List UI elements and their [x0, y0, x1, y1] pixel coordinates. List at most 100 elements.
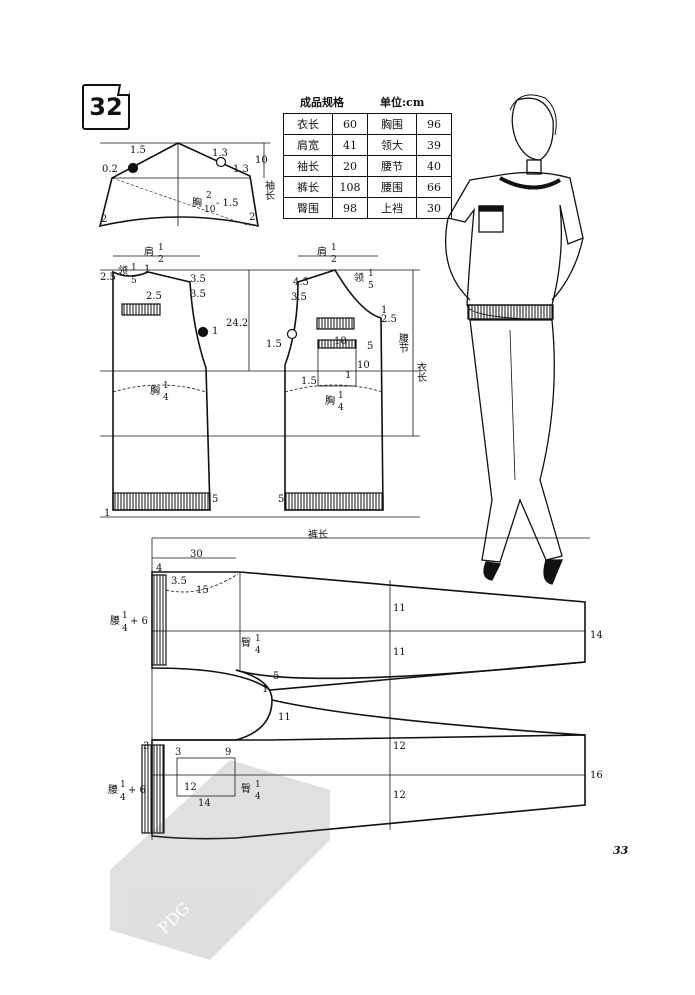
svg-text:1: 1: [345, 370, 351, 381]
svg-text:5: 5: [367, 341, 373, 352]
svg-text:1: 1: [368, 269, 374, 279]
svg-text:5: 5: [212, 494, 218, 505]
svg-text:领: 领: [118, 264, 128, 277]
svg-text:3.5: 3.5: [190, 274, 206, 285]
svg-text:11: 11: [393, 603, 406, 614]
svg-text:14: 14: [590, 630, 603, 641]
svg-text:1: 1: [262, 684, 268, 695]
svg-text:12: 12: [393, 790, 406, 801]
svg-text:4: 4: [255, 792, 261, 802]
svg-text:1: 1: [163, 381, 169, 391]
svg-text:11: 11: [278, 712, 291, 723]
svg-text:14: 14: [198, 798, 211, 809]
svg-text:5: 5: [368, 281, 374, 291]
svg-text:腰: 腰: [108, 784, 118, 796]
svg-text:5: 5: [273, 671, 279, 682]
svg-text:0.2: 0.2: [102, 164, 118, 175]
svg-text:5: 5: [131, 276, 137, 286]
svg-text:胸: 胸: [150, 384, 160, 397]
svg-text:1.3: 1.3: [212, 148, 228, 159]
svg-text:5: 5: [278, 494, 284, 505]
svg-text:4: 4: [122, 624, 128, 634]
watermark-logo: PDG: [110, 760, 330, 960]
spec-unit: 单位:cm: [380, 96, 425, 109]
svg-text:裤长: 裤长: [308, 528, 328, 541]
svg-text:1.5: 1.5: [130, 145, 146, 156]
svg-text:+ 6: + 6: [130, 616, 148, 627]
svg-text:1: 1: [131, 263, 137, 273]
svg-text:1: 1: [122, 611, 128, 621]
svg-text:2.5: 2.5: [381, 314, 397, 325]
svg-text:2: 2: [249, 212, 255, 223]
svg-text:4: 4: [255, 646, 261, 656]
svg-text:袖长: 袖长: [263, 179, 275, 200]
spec-title: 成品规格: [300, 96, 344, 109]
svg-text:3.5: 3.5: [190, 289, 206, 300]
svg-text:- 1.5: - 1.5: [216, 198, 238, 209]
svg-text:1: 1: [104, 508, 110, 519]
svg-text:领: 领: [354, 271, 364, 284]
svg-text:1: 1: [331, 243, 337, 253]
svg-text:4: 4: [156, 563, 162, 574]
svg-text:1: 1: [212, 326, 218, 337]
pattern-number-badge: 32: [82, 84, 130, 130]
svg-text:10: 10: [357, 360, 370, 371]
svg-text:12: 12: [184, 782, 197, 793]
svg-text:2: 2: [101, 214, 107, 225]
svg-text:3.5: 3.5: [291, 292, 307, 303]
svg-text:肩: 肩: [317, 245, 327, 258]
svg-text:1: 1: [255, 780, 261, 790]
svg-text:腰: 腰: [110, 615, 120, 627]
svg-text:2.5: 2.5: [146, 291, 162, 302]
svg-text:10: 10: [255, 155, 268, 166]
svg-text:24.2: 24.2: [226, 318, 248, 329]
svg-text:臀: 臀: [241, 783, 251, 795]
svg-text:10: 10: [334, 336, 347, 347]
svg-text:肩: 肩: [144, 245, 154, 258]
bodice-pattern: 肩 1 2 2.5 领 1 5 1 2.5 3.5 3.5 24.2 1 胸 1…: [100, 243, 427, 519]
trousers-pattern: 裤长 30 4 3.5 15 腰 1 4 + 6 臀 1 4 11 11 14 …: [108, 528, 603, 840]
svg-text:2.5: 2.5: [100, 272, 116, 283]
svg-text:胸: 胸: [192, 196, 202, 209]
svg-text:1.5: 1.5: [301, 376, 317, 387]
svg-text:+ 6: + 6: [128, 785, 146, 796]
svg-text:1: 1: [338, 391, 344, 401]
svg-text:2: 2: [331, 255, 337, 265]
svg-text:4: 4: [120, 793, 126, 803]
svg-text:2: 2: [206, 191, 212, 201]
svg-text:30: 30: [190, 549, 203, 560]
svg-text:腰节: 腰节: [397, 333, 409, 354]
sleeve-pattern: 1.5 0.2 1.3 1.3 10 袖长 胸 2 10 - 1.5 2 2: [98, 142, 275, 228]
svg-text:4: 4: [163, 393, 169, 403]
svg-text:9: 9: [225, 747, 231, 758]
svg-text:3: 3: [175, 747, 181, 758]
svg-text:臀: 臀: [241, 637, 251, 649]
svg-text:16: 16: [590, 770, 603, 781]
svg-text:2: 2: [158, 255, 164, 265]
svg-text:12: 12: [393, 741, 406, 752]
svg-text:3.5: 3.5: [171, 576, 187, 587]
svg-text:11: 11: [393, 647, 406, 658]
svg-text:1: 1: [120, 780, 126, 790]
svg-text:胸: 胸: [325, 394, 335, 407]
fashion-figure-illustration: [445, 94, 584, 585]
svg-text:4: 4: [338, 403, 344, 413]
svg-text:1: 1: [255, 634, 261, 644]
page-number: 33: [613, 844, 629, 857]
svg-text:1.3: 1.3: [233, 164, 249, 175]
svg-text:15: 15: [196, 585, 209, 596]
svg-text:4.5: 4.5: [293, 277, 309, 288]
svg-text:衣长: 衣长: [415, 361, 427, 382]
svg-text:3: 3: [143, 741, 149, 752]
svg-text:1: 1: [158, 243, 164, 253]
svg-text:1: 1: [381, 305, 387, 316]
svg-text:1: 1: [144, 264, 150, 275]
svg-text:1.5: 1.5: [266, 339, 282, 350]
